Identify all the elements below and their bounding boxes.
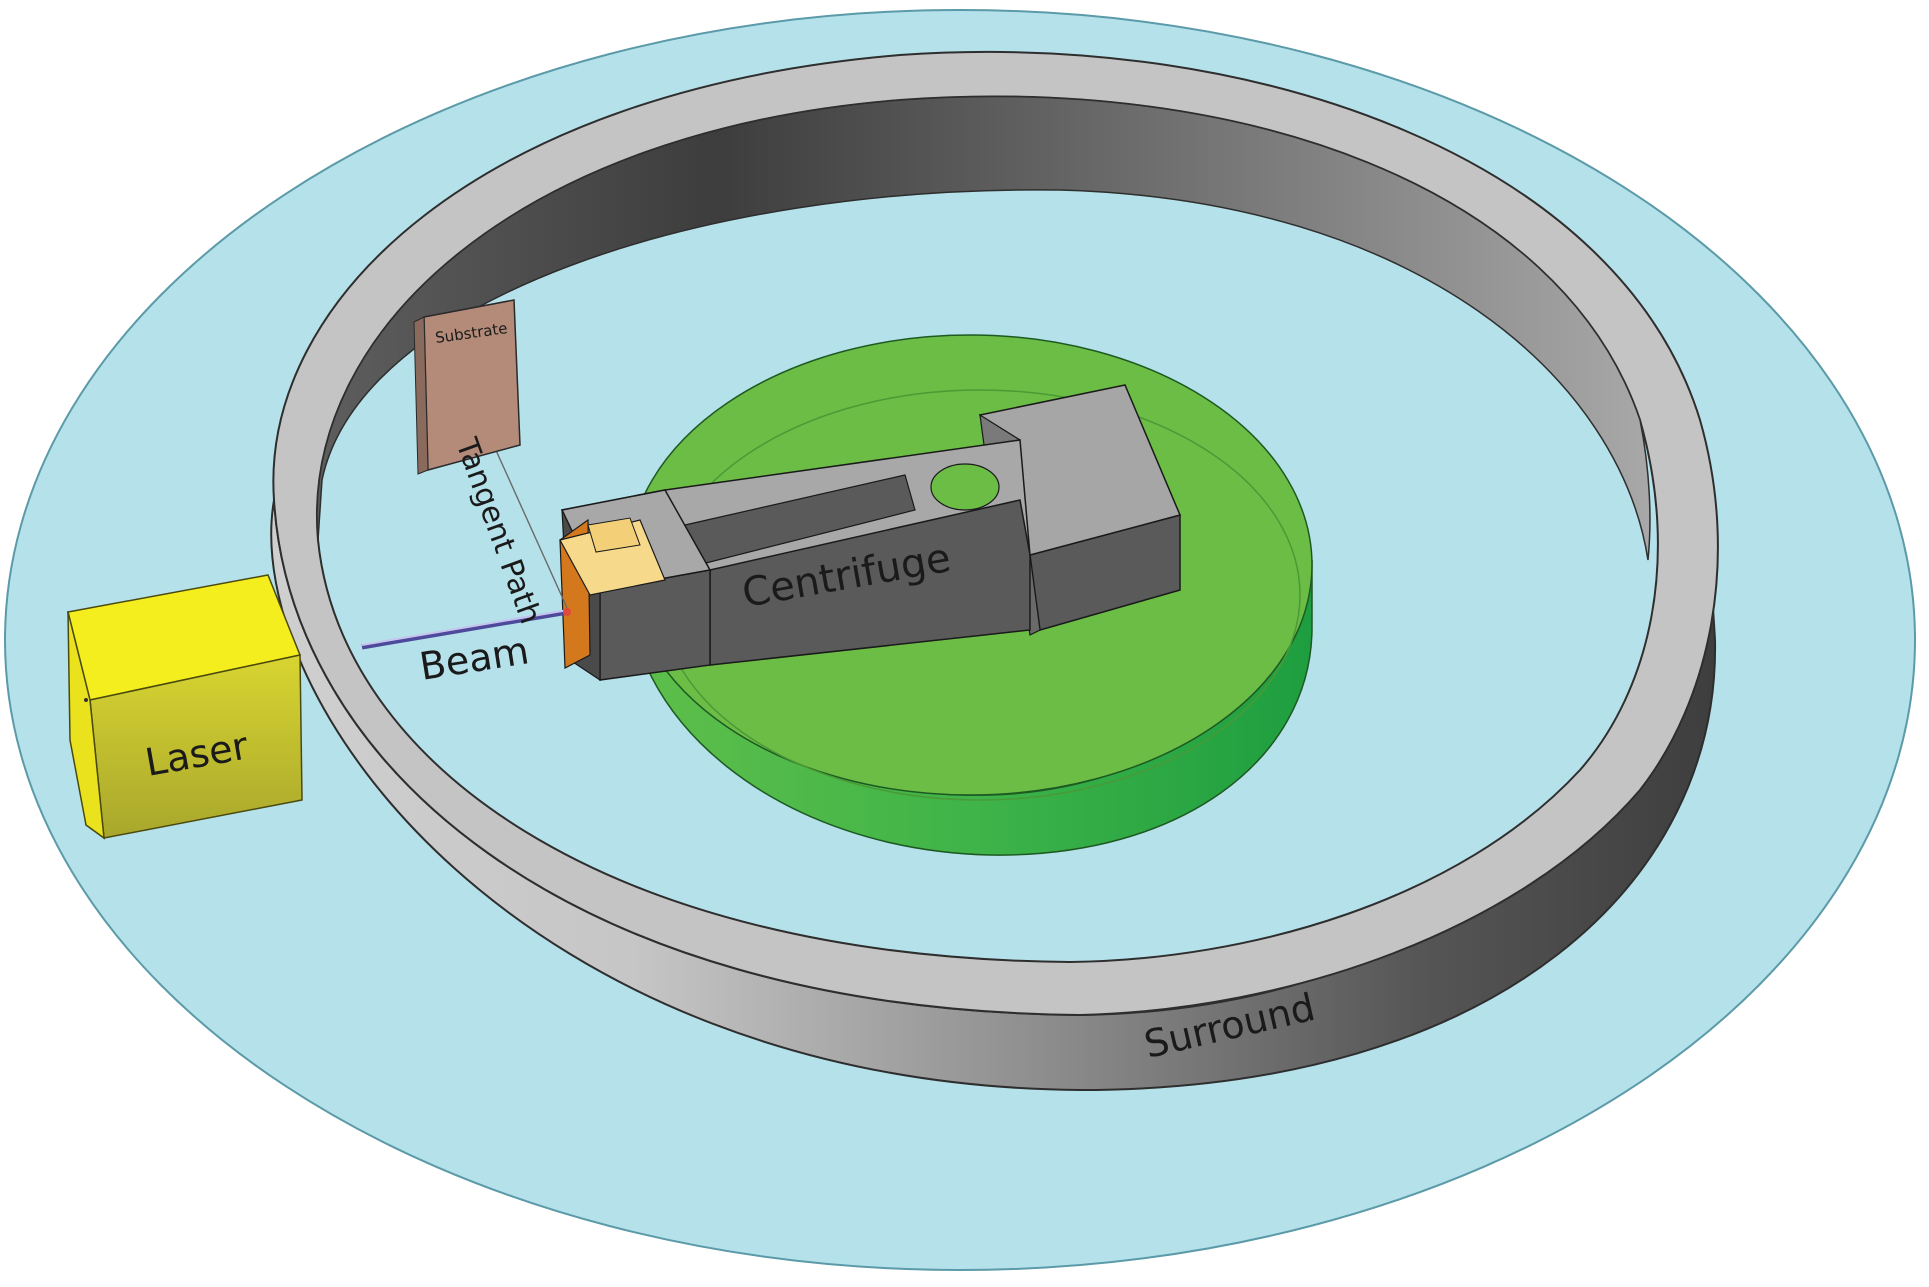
sample-block-step <box>587 517 641 553</box>
surround-ring-inner-wall <box>316 95 1651 561</box>
laser-aperture <box>84 698 88 702</box>
laser-beam-highlight <box>361 609 569 646</box>
beam-spot <box>563 608 571 616</box>
centrifuge-hole <box>930 463 1000 511</box>
substrate-edge <box>413 316 429 475</box>
laser-beam <box>361 609 569 650</box>
laser-face <box>67 611 105 840</box>
